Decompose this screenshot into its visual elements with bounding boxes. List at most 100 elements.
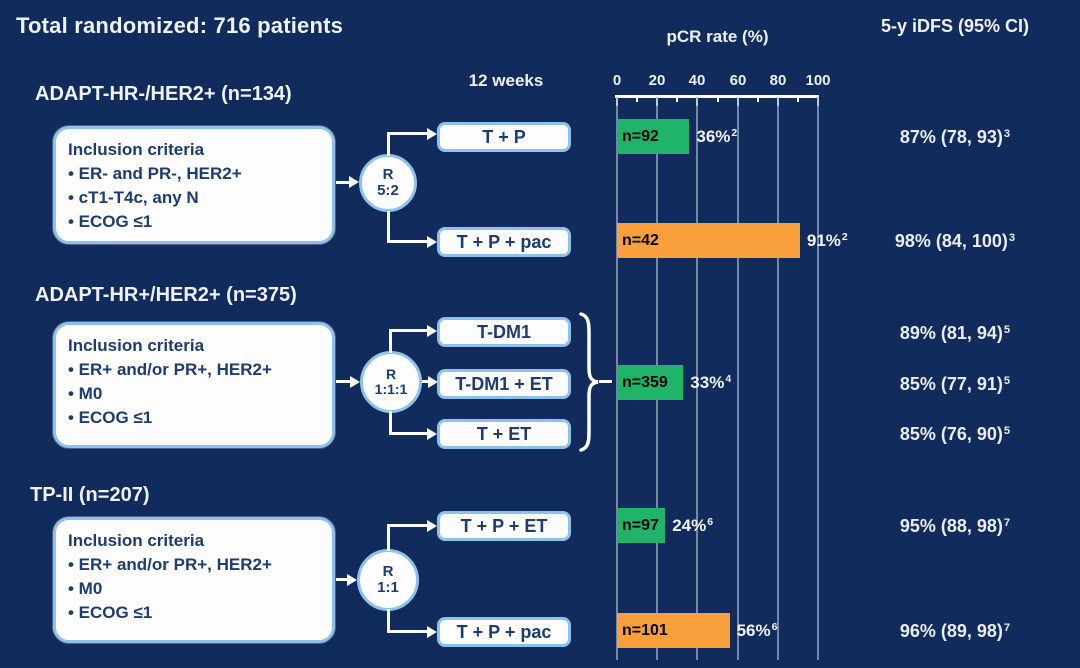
inclusion-bullet: • cT1-T4c, any N	[68, 188, 199, 207]
arrowhead-icon	[349, 176, 359, 188]
axis-tick-label: 0	[612, 72, 622, 89]
arm-box-tdm1-et: T-DM1 + ET	[437, 369, 571, 399]
connector	[387, 240, 427, 243]
pcr-value-label: 24%6	[672, 515, 714, 535]
idfs-value: 96% (89, 98)7	[899, 621, 1011, 641]
connector	[336, 578, 349, 581]
connector	[422, 380, 428, 383]
idfs-value: 85% (77, 91)5	[899, 374, 1011, 394]
arrowhead-icon	[427, 626, 437, 638]
footnote-sup: 5	[1003, 425, 1011, 438]
inclusion-bullet: • M0	[68, 579, 103, 598]
pcr-bar: n=92	[617, 119, 690, 154]
footnote-sup: 2	[841, 231, 848, 244]
r-ratio: 1:1:1	[374, 381, 408, 397]
pcr-value-label: 36%2	[696, 126, 738, 146]
r-ratio: 1:1	[377, 579, 399, 596]
inclusion-bullet: • ECOG ≤1	[68, 603, 153, 622]
group1-title: ADAPT-HR-/HER2+ (n=134)	[35, 83, 292, 105]
bar-row: n=101 56%6	[617, 613, 777, 648]
arm-box-t-et: T + ET	[437, 419, 571, 449]
r-label: R	[382, 165, 394, 183]
idfs-column-header: 5-y iDFS (95% CI)	[880, 16, 1030, 36]
arrowhead-icon	[427, 428, 437, 440]
arrowhead-icon	[428, 376, 438, 388]
inclusion-heading: Inclusion criteria	[68, 140, 205, 159]
pcr-value-label: 56%6	[736, 620, 778, 640]
inclusion-heading: Inclusion criteria	[68, 336, 205, 355]
footnote-sup: 3	[1008, 232, 1016, 245]
arrowhead-icon	[347, 574, 357, 586]
axis-minor-tick	[676, 97, 678, 102]
footnote-sup: 5	[1003, 375, 1011, 388]
bar-row: n=97 24%6	[617, 508, 713, 543]
inclusion-bullet: • ER+ and/or PR+, HER2+	[68, 555, 272, 574]
connector	[387, 133, 390, 156]
axis-tick-label: 60	[729, 72, 747, 89]
idfs-value: 87% (78, 93)3	[899, 127, 1011, 147]
inclusion-bullet: • ER- and PR-, HER2+	[68, 164, 242, 183]
gridline	[737, 97, 739, 660]
group1-randomization-circle: R 5:2	[359, 154, 417, 212]
axis-tick-label: 80	[769, 72, 787, 89]
axis-tick-label: 40	[688, 72, 706, 89]
gridline	[696, 97, 698, 660]
pcr-bar: n=97	[617, 508, 666, 543]
axis-line	[615, 95, 819, 98]
gridline	[817, 97, 819, 660]
bar-n-label: n=97	[622, 516, 659, 534]
arm-box-t-p-pac: T + P + pac	[437, 227, 571, 257]
connector	[336, 380, 352, 383]
group3-title: TP-II (n=207)	[30, 484, 150, 506]
connector	[387, 132, 427, 135]
group2-inclusion-box: Inclusion criteria • ER+ and/or PR+, HER…	[53, 322, 335, 448]
pcr-value-label: 91%2	[806, 230, 848, 250]
connector	[387, 524, 427, 527]
footnote-sup: 2	[731, 127, 738, 140]
connector	[387, 630, 427, 633]
timeline-header: 12 weeks	[468, 71, 544, 90]
axis-minor-tick	[717, 97, 719, 102]
bar-n-label: n=359	[622, 373, 668, 391]
axis-tick-label: 100	[805, 72, 831, 89]
connector	[389, 330, 392, 353]
group2-title: ADAPT-HR+/HER2+ (n=375)	[35, 284, 297, 306]
r-label: R	[382, 562, 394, 580]
idfs-value: 89% (81, 94)5	[899, 323, 1011, 343]
bar-row: n=42 91%2	[617, 223, 848, 258]
axis-minor-tick	[797, 97, 799, 102]
page-title: Total randomized: 716 patients	[16, 13, 344, 38]
connector	[387, 609, 390, 632]
arm-box-tdm1: T-DM1	[437, 317, 571, 347]
arrowhead-icon	[427, 520, 437, 532]
group2-randomization-circle: R 1:1:1	[360, 351, 422, 413]
idfs-value: 98% (84, 100)3	[894, 231, 1016, 251]
arm-box-t-p-pac2: T + P + pac	[437, 617, 571, 647]
group3-randomization-circle: R 1:1	[357, 549, 419, 611]
bar-n-label: n=42	[622, 231, 659, 249]
footnote-sup: 5	[1003, 324, 1011, 337]
footnote-sup: 6	[771, 621, 778, 634]
pcr-bar: n=42	[617, 223, 800, 258]
axis-minor-tick	[636, 97, 638, 102]
footnote-sup: 3	[1003, 128, 1011, 141]
connector	[387, 525, 390, 551]
arm-box-t-p: T + P	[437, 122, 571, 152]
idfs-value: 95% (88, 98)7	[899, 516, 1011, 536]
arrowhead-icon	[427, 128, 437, 140]
footnote-sup: 7	[1003, 622, 1011, 635]
bar-row: n=92 36%2	[617, 119, 737, 154]
footnote-sup: 4	[725, 373, 732, 386]
bar-n-label: n=101	[622, 621, 668, 639]
inclusion-bullet: • ECOG ≤1	[68, 212, 153, 231]
connector	[389, 432, 427, 435]
pcr-bar: n=359	[617, 365, 684, 400]
r-label: R	[385, 365, 397, 382]
arrowhead-icon	[427, 236, 437, 248]
pcr-axis-title: pCR rate (%)	[666, 27, 769, 46]
connector	[389, 329, 427, 332]
brace	[579, 312, 599, 452]
connector	[599, 380, 612, 383]
bar-row: n=359 33%4	[617, 365, 731, 400]
